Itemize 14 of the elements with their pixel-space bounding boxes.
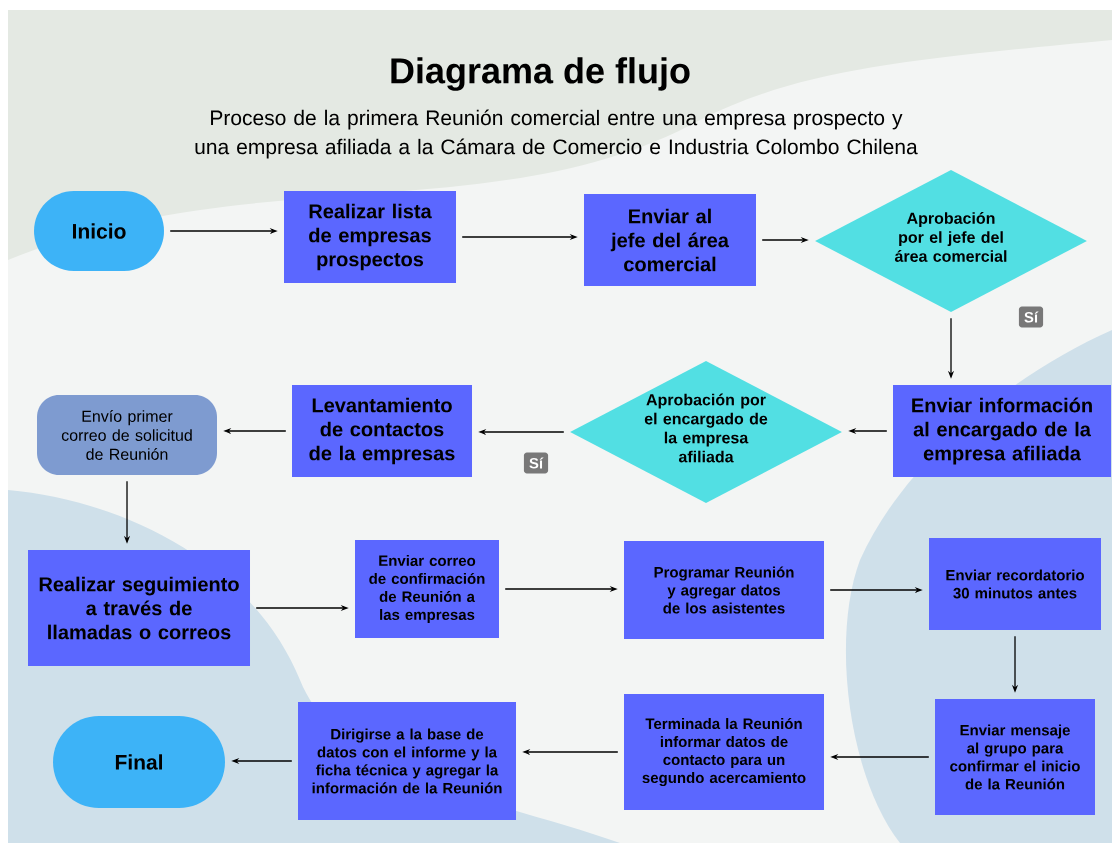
process-box: Enviar correo de confirmación de Reunión a las empresas [355,540,499,638]
process-box: Enviar mensaje al grupo para confirmar el inicio de la Reunión [935,699,1095,815]
process-box: Enviar recordatorio 30 minutos antes [929,538,1101,630]
process-box: Enviar información al encargado de la empresa afiliada [893,385,1111,477]
process-box: Realizar lista de empresas prospectos [284,191,456,283]
process-box: Levantamiento de contactos de la empresas [292,385,472,477]
process-box: Realizar seguimiento a través de llamadas o correos [28,550,250,666]
process-box: Dirigirse a la base de datos con el informe y la ficha técnica y agregar la información de la Reunión [298,702,516,820]
process-box: Programar Reunión y agregar datos de los asistentes [624,541,824,639]
subtitle: Proceso de la primera Reunión comercial entre una empresa prospecto y una empresa afiliada a la Cámara de Comercio e Industria Colombo Chilena [195,109,918,159]
process-box: Terminada la Reunión informar datos de contacto para un segundo acercamiento [624,694,824,810]
rounded-box: Envío primer correo de solicitud de Reunión [37,395,217,475]
title: Diagrama de flujo [391,57,690,91]
process-box: Enviar al jefe del área comercial [584,194,756,286]
